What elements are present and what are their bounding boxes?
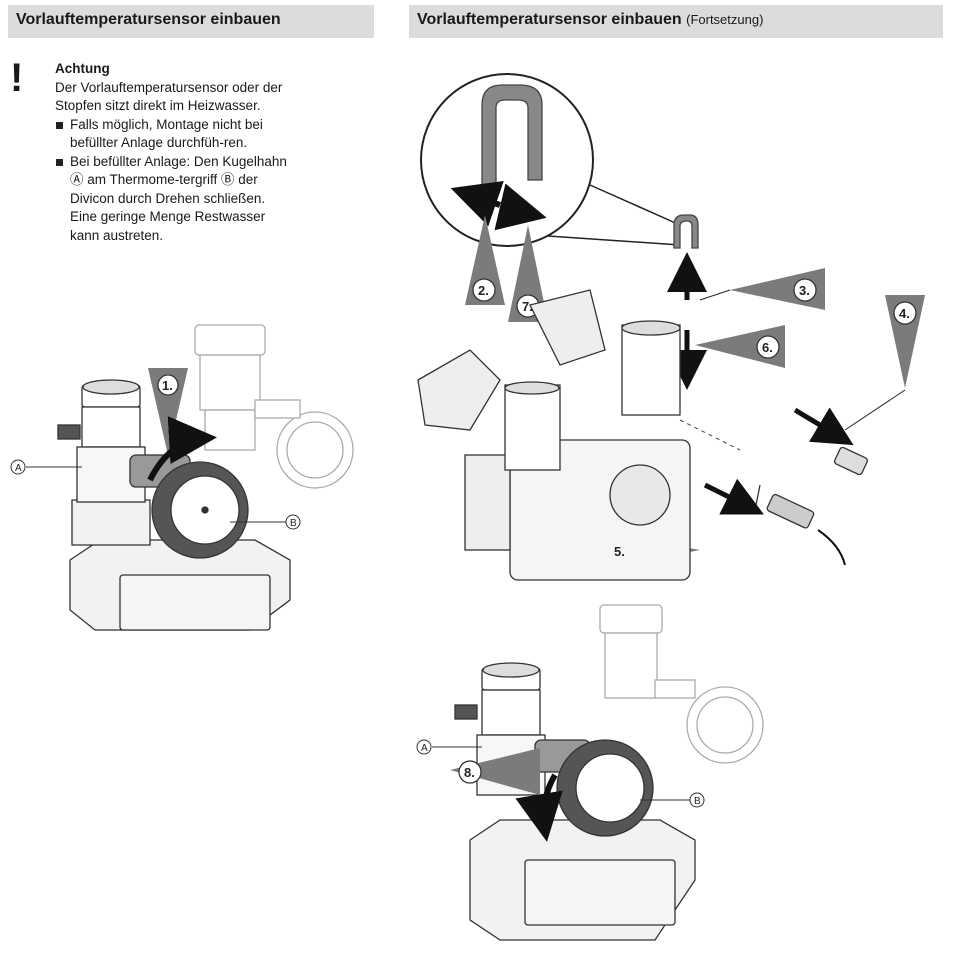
warning-bullet-1: Falls möglich, Montage nicht bei befüllt… — [55, 116, 295, 153]
step-8-label: 8. — [464, 765, 475, 780]
right-section-header: Vorlauftemperatursensor einbauen (Fortse… — [409, 5, 943, 38]
step-6-label: 6. — [762, 340, 773, 355]
left-section-header: Vorlauftemperatursensor einbauen — [8, 5, 374, 38]
step-4-label: 4. — [899, 306, 910, 321]
step-7-label: 7. — [522, 299, 533, 314]
figure-open-ball-valve — [416, 604, 764, 941]
warning-title: Achtung — [55, 61, 110, 76]
step-3-label: 3. — [799, 283, 810, 298]
figure-close-ball-valve — [10, 324, 354, 631]
step-2-label: 2. — [478, 283, 489, 298]
right-header-suffix: (Fortsetzung) — [686, 12, 764, 27]
figure-sensor-mounting — [417, 73, 925, 581]
label-b-left: B — [290, 518, 297, 529]
label-a-right: A — [421, 743, 428, 754]
warning-intro: Der Vorlauftemperatursensor oder der Sto… — [55, 79, 283, 114]
label-a-left: A — [15, 463, 22, 474]
step-5-label: 5. — [614, 544, 625, 559]
warning-block: Achtung Der Vorlauftemperatursensor oder… — [55, 60, 295, 245]
step-1-label: 1. — [162, 378, 173, 393]
label-b-right: B — [694, 796, 701, 807]
right-header-title: Vorlauftemperatursensor einbauen — [417, 11, 682, 28]
warning-icon: ! — [10, 56, 24, 100]
warning-bullet-2: Bei befüllter Anlage: Den Kugelhahn Ⓐ am… — [55, 153, 295, 246]
warning-list: Falls möglich, Montage nicht bei befüllt… — [55, 116, 295, 246]
left-header-title: Vorlauftemperatursensor einbauen — [16, 11, 281, 28]
